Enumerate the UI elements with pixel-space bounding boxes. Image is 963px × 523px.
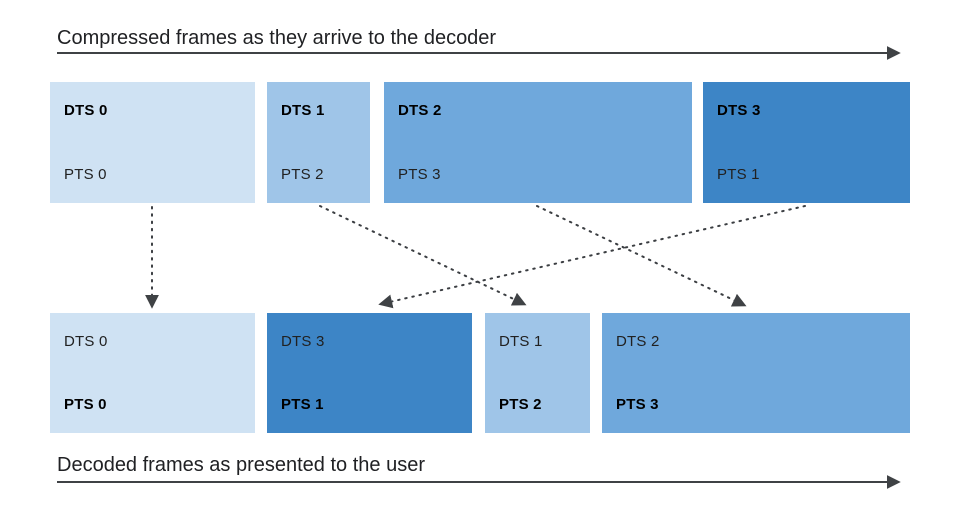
decoded-frame-pts1: DTS 3 PTS 1 [267,313,472,433]
dts-label: DTS 1 [281,102,325,119]
compressed-frame-dts2: DTS 2 PTS 3 [384,82,692,203]
pts-label: PTS 3 [616,396,659,413]
dts-label: DTS 0 [64,333,108,350]
compressed-frame-dts1: DTS 1 PTS 2 [267,82,370,203]
connector-dts2-icon [536,205,747,307]
dts-label: DTS 1 [499,333,543,350]
pts-label: PTS 3 [398,166,441,183]
connector-dts1-icon [319,205,527,306]
decoded-axis-label: Decoded frames as presented to the user [57,454,425,476]
compressed-axis-label: Compressed frames as they arrive to the … [57,27,497,49]
compressed-frame-dts0: DTS 0 PTS 0 [50,82,255,203]
pts-label: PTS 1 [281,396,324,413]
pts-label: PTS 2 [281,166,324,183]
connector-dts3-icon [378,205,806,309]
pts-label: PTS 0 [64,396,107,413]
pts-label: PTS 2 [499,396,542,413]
pts-label: PTS 1 [717,166,760,183]
pts-label: PTS 0 [64,166,107,183]
dts-label: DTS 2 [616,333,660,350]
dts-label: DTS 3 [281,333,325,350]
compressed-frame-dts3: DTS 3 PTS 1 [703,82,910,203]
dts-label: DTS 3 [717,102,761,119]
dts-label: DTS 0 [64,102,108,119]
decoded-frame-pts0: DTS 0 PTS 0 [50,313,255,433]
decoded-frame-pts3: DTS 2 PTS 3 [602,313,910,433]
decoded-frame-pts2: DTS 1 PTS 2 [485,313,590,433]
dts-label: DTS 2 [398,102,442,119]
